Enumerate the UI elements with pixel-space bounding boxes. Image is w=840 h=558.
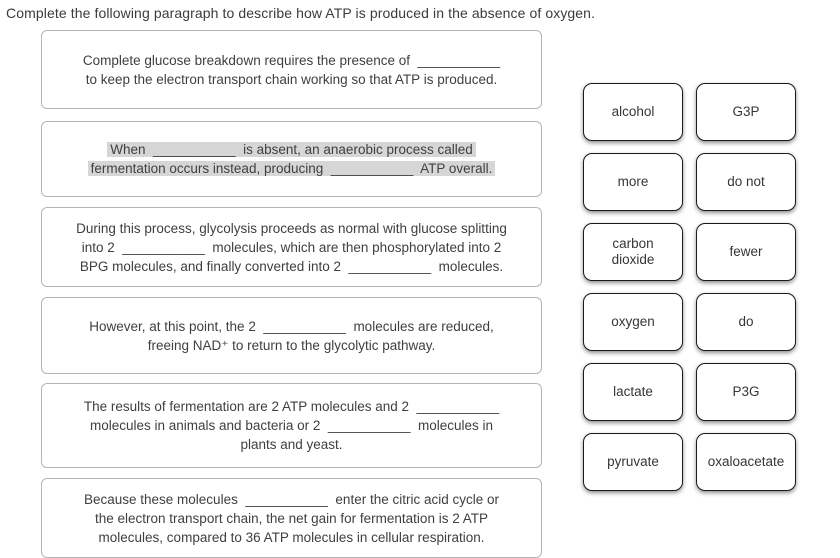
blank-slot[interactable]: ___________	[417, 52, 501, 68]
paragraph-box-3: During this process, glycolysis proceeds…	[41, 207, 542, 287]
blank-slot[interactable]: ___________	[416, 399, 500, 414]
blank-slot[interactable]: ___________	[122, 239, 205, 255]
text-segment: molecules in	[410, 418, 493, 433]
text-segment: fermentation occurs instead, producing	[90, 161, 331, 176]
word-tile-do-not[interactable]: do not	[696, 153, 796, 211]
text-segment: Because these molecules	[83, 491, 246, 507]
paragraph-box-5: The results of fermentation are 2 ATP mo…	[41, 383, 542, 468]
paragraph-line: molecules, compared to 36 ATP molecules …	[99, 528, 485, 547]
paragraph-box-4: However, at this point, the 2 __________…	[41, 297, 542, 374]
word-tile-lactate[interactable]: lactate	[583, 363, 683, 421]
text-segment: When	[110, 142, 154, 157]
blank-slot[interactable]: ___________	[348, 258, 432, 274]
word-tile-more[interactable]: more	[583, 153, 683, 211]
word-tile-g3p[interactable]: G3P	[696, 83, 796, 141]
paragraph-line: plants and yeast.	[240, 435, 342, 454]
word-tile-carbon-dioxide[interactable]: carbon dioxide	[583, 223, 683, 281]
page-title: Complete the following paragraph to desc…	[6, 5, 596, 21]
text-segment: molecules are reduced,	[345, 318, 494, 334]
paragraph-line: the electron transport chain, the net ga…	[95, 509, 488, 528]
text-segment: molecules in animals and bacteria or 2	[89, 418, 328, 433]
word-tile-oxaloacetate[interactable]: oxaloacetate	[696, 433, 796, 491]
blank-slot[interactable]: ___________	[263, 318, 346, 334]
word-tile-pyruvate[interactable]: pyruvate	[583, 433, 683, 491]
word-tile-p3g[interactable]: P3G	[696, 363, 796, 421]
paragraph-box-1: Complete glucose breakdown requires the …	[41, 30, 542, 109]
text-segment: The results of fermentation are 2 ATP mo…	[83, 399, 417, 414]
paragraph-line: fermentation occurs instead, producing _…	[87, 159, 496, 178]
paragraph-list: Complete glucose breakdown requires the …	[41, 30, 542, 558]
paragraph-line: freeing NAD⁺ to return to the glycolytic…	[148, 336, 436, 355]
paragraph-line: Complete glucose breakdown requires the …	[83, 51, 500, 70]
paragraph-line: When ___________ is absent, an anaerobic…	[107, 140, 476, 159]
paragraph-line: The results of fermentation are 2 ATP mo…	[84, 397, 499, 416]
text-segment: However, at this point, the 2	[89, 318, 264, 334]
text-segment: the electron transport chain, the net ga…	[95, 510, 488, 526]
word-tile-label: do not	[727, 174, 765, 189]
blank-slot[interactable]: ___________	[330, 161, 414, 176]
paragraph-line: During this process, glycolysis proceeds…	[76, 219, 507, 238]
text-segment: molecules.	[431, 258, 504, 274]
word-tile-grid: alcohol G3P more do not carbon dioxide fewer o…	[583, 83, 796, 491]
word-tile-fewer[interactable]: fewer	[696, 223, 796, 281]
word-tile-label: alcohol	[611, 104, 655, 119]
word-tile-label: P3G	[732, 384, 760, 399]
paragraph-line: Because these molecules ___________ ente…	[84, 490, 499, 509]
word-tile-label: carbon dioxide	[611, 236, 655, 267]
word-tile-label: oxygen	[611, 314, 655, 329]
blank-slot[interactable]: ___________	[245, 491, 328, 507]
word-tile-label: do	[738, 314, 754, 329]
text-segment: freeing NAD⁺ to return to the glycolytic…	[147, 337, 436, 353]
paragraph-line: into 2 ___________ molecules, which are …	[82, 238, 502, 257]
text-segment: BPG molecules, and finally converted int…	[79, 258, 349, 274]
text-segment: molecules, which are then phosphorylated…	[204, 239, 502, 255]
selection-highlight: When ___________ is absent, an anaerobic…	[107, 142, 476, 157]
text-segment: enter the citric acid cycle or	[327, 491, 499, 507]
word-tile-oxygen[interactable]: oxygen	[583, 293, 683, 351]
word-tile-label: lactate	[613, 384, 653, 399]
text-segment: molecules, compared to 36 ATP molecules …	[98, 529, 485, 545]
word-tile-label: more	[617, 174, 649, 189]
paragraph-line: molecules in animals and bacteria or 2 _…	[90, 416, 493, 435]
paragraph-line: However, at this point, the 2 __________…	[89, 317, 494, 336]
paragraph-box-2: When ___________ is absent, an anaerobic…	[41, 121, 542, 197]
text-segment: Complete glucose breakdown requires the …	[82, 52, 418, 68]
text-segment: to keep the electron transport chain wor…	[85, 71, 498, 87]
text-segment: plants and yeast.	[240, 437, 343, 452]
text-segment: During this process, glycolysis proceeds…	[76, 220, 507, 236]
word-tile-do[interactable]: do	[696, 293, 796, 351]
word-tile-label: oxaloacetate	[707, 454, 785, 469]
paragraph-line: to keep the electron transport chain wor…	[86, 70, 498, 89]
blank-slot[interactable]: ___________	[153, 142, 236, 157]
text-segment: into 2	[81, 239, 123, 255]
paragraph-box-6: Because these molecules ___________ ente…	[41, 478, 542, 558]
text-segment: is absent, an anaerobic process called	[235, 142, 473, 157]
word-tile-label: G3P	[732, 104, 760, 119]
word-tile-alcohol[interactable]: alcohol	[583, 83, 683, 141]
word-tile-label: pyruvate	[607, 454, 659, 469]
word-tile-label: fewer	[729, 244, 763, 259]
blank-slot[interactable]: ___________	[327, 418, 411, 433]
selection-highlight: fermentation occurs instead, producing _…	[87, 161, 496, 176]
paragraph-line: BPG molecules, and finally converted int…	[80, 257, 503, 276]
text-segment: ATP overall.	[413, 161, 493, 176]
